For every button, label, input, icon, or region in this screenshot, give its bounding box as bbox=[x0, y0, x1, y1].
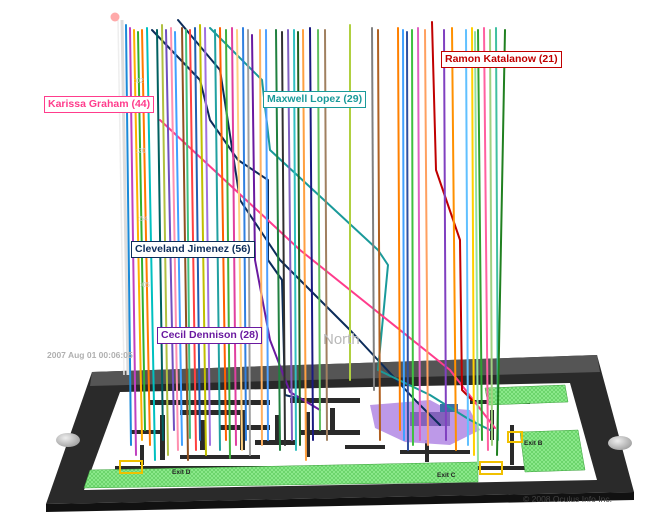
floor-slab-edge bbox=[46, 492, 634, 512]
axis-tick-3: :54 bbox=[138, 216, 148, 223]
floor-far-band bbox=[90, 355, 600, 386]
label-maxwell-lopez[interactable]: Maxwell Lopez (29) bbox=[263, 91, 367, 108]
lawn-east bbox=[519, 429, 586, 473]
nav-knob-left-icon[interactable] bbox=[56, 433, 80, 447]
label-ramon-katalanow[interactable]: Ramon Katalanow (21) bbox=[441, 51, 562, 68]
label-cecil-dennison[interactable]: Cecil Dennison (28) bbox=[157, 327, 263, 344]
start-marker-icon bbox=[110, 12, 120, 22]
compass-north-label: North bbox=[323, 331, 360, 348]
nav-knob-right-icon[interactable] bbox=[608, 436, 632, 450]
axis-tick-1: :02 bbox=[134, 78, 144, 85]
label-cleveland-jimenez[interactable]: Cleveland Jimenez (56) bbox=[131, 241, 255, 258]
exit-c-marker bbox=[479, 461, 503, 475]
label-karissa-graham[interactable]: Karissa Graham (44) bbox=[44, 96, 155, 113]
trail-karissa bbox=[159, 119, 496, 429]
exit-c-label: Exit C bbox=[437, 472, 456, 479]
exit-b-label: Exit B bbox=[524, 440, 543, 447]
time-axis-pole bbox=[120, 19, 130, 376]
exit-d-label: Exit D bbox=[172, 469, 191, 476]
exit-d-marker bbox=[119, 460, 143, 474]
exit-b-marker bbox=[507, 431, 523, 443]
copyright-notice: © 2008 Oculus Info Inc. bbox=[523, 494, 612, 504]
time-readout: 2007 Aug 01 00:06:05 bbox=[47, 350, 133, 360]
trail-ramon bbox=[431, 21, 473, 401]
axis-tick-2: :20 bbox=[136, 148, 146, 155]
lawn-south bbox=[83, 461, 479, 489]
axis-tick-4: :05 bbox=[140, 282, 150, 289]
time-axis-pole-shadow bbox=[117, 19, 125, 376]
